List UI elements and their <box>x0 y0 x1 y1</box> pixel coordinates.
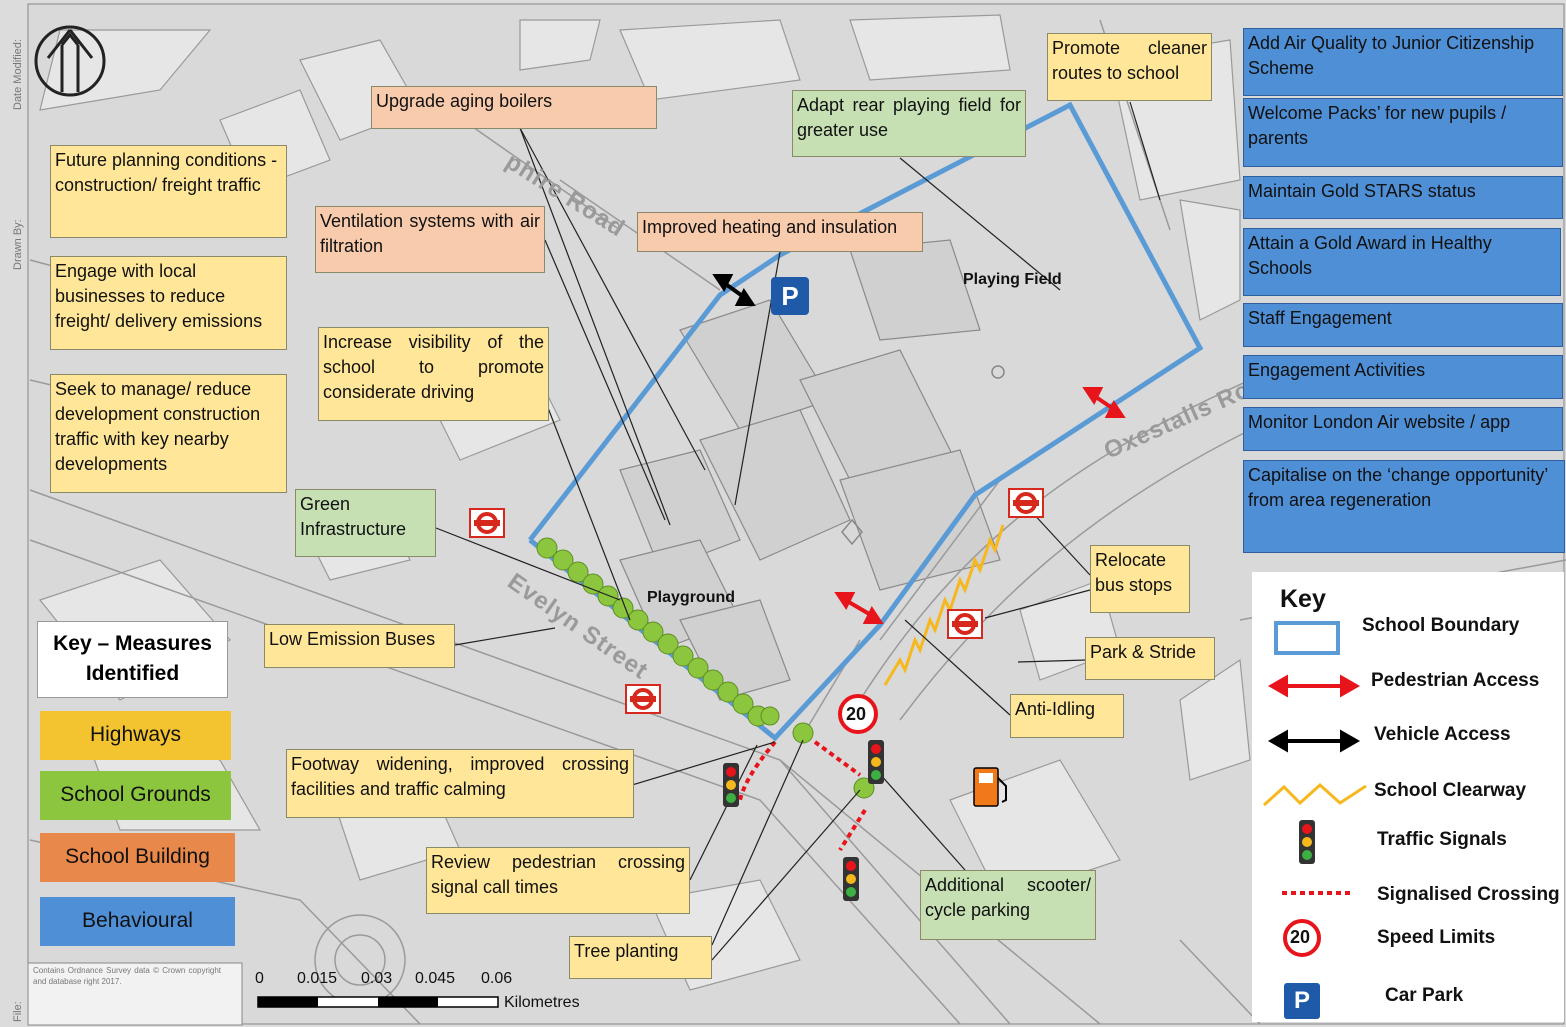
measure-visibility: Increase visibility of the school to pro… <box>318 327 549 421</box>
scale-tick-4: 0.06 <box>481 970 513 987</box>
scale-tick-1: 0.015 <box>297 970 338 987</box>
key-label-school-clearway: School Clearway <box>1374 780 1527 801</box>
measure-heating: Improved heating and insulation <box>637 212 923 252</box>
key-label-speed-limits: Speed Limits <box>1377 927 1496 948</box>
bus-stop-icons <box>469 488 1044 714</box>
measure-upgrade-boilers: Upgrade aging boilers <box>371 86 657 129</box>
behavioural-item: Add Air Quality to Junior Citizenship Sc… <box>1243 28 1563 96</box>
scale-tick-0: 0 <box>255 970 264 987</box>
speed-limit-sign <box>838 694 878 734</box>
key-label-school-boundary: School Boundary <box>1362 615 1520 636</box>
behavioural-item: Welcome Packs’ for new pupils / parents <box>1243 98 1563 167</box>
measure-footway: Footway widening, improved crossing faci… <box>286 749 634 818</box>
scale-tick-2: 0.03 <box>361 970 393 987</box>
measure-engage-businesses: Engage with local businesses to reduce f… <box>50 256 287 350</box>
fuel-station-icon <box>973 767 1007 807</box>
measure-construction-traffic: Seek to manage/ reduce development const… <box>50 374 287 493</box>
measure-tree-planting: Tree planting <box>569 936 712 979</box>
behavioural-item: Attain a Gold Award in Healthy Schools <box>1243 228 1561 296</box>
playground-label: Playground <box>647 589 736 606</box>
measure-green-infrastructure: Green Infrastructure <box>295 489 436 557</box>
measures-key-school-building: School Building <box>40 833 235 882</box>
behavioural-item: Maintain Gold STARS status <box>1243 176 1563 219</box>
speed-limit-sign-label: 20 <box>846 704 867 724</box>
measure-relocate-bus: Relocate bus stops <box>1090 545 1190 613</box>
measures-key-school-grounds: School Grounds <box>40 771 231 820</box>
measure-low-emission-buses: Low Emission Buses <box>264 624 455 668</box>
key-label-vehicle-access: Vehicle Access <box>1374 724 1511 745</box>
drawn-by-label: Drawn By: <box>12 219 24 270</box>
behavioural-item: Capitalise on the ‘change opportunity’ f… <box>1243 460 1565 553</box>
car-park-icon: P <box>771 277 809 315</box>
measure-rear-field: Adapt rear playing field for greater use <box>792 90 1026 157</box>
measure-scooter-parking: Additional scooter/ cycle parking <box>920 870 1096 940</box>
file-label: File: <box>12 1001 24 1022</box>
key-label-car-park: Car Park <box>1385 985 1464 1006</box>
copyright-note: Contains Ordnance Survey data © Crown co… <box>33 966 221 986</box>
measure-cleaner-routes: Promote cleaner routes to school <box>1047 33 1212 101</box>
measures-key-title: Key – Measures Identified <box>37 621 228 698</box>
behavioural-item: Monitor London Air website / app <box>1243 407 1563 451</box>
key-label-signalised-crossing: Signalised Crossing <box>1377 884 1560 905</box>
scale-bar <box>257 996 499 1008</box>
key-speed-limit-number: 20 <box>1290 927 1311 947</box>
north-arrow-icon <box>34 25 106 97</box>
measure-ventilation: Ventilation systems with air filtration <box>315 206 545 273</box>
measure-park-stride: Park & Stride <box>1085 637 1215 680</box>
key-title: Key <box>1280 585 1326 613</box>
measures-key-highways: Highways <box>40 711 231 760</box>
key-label-pedestrian-access: Pedestrian Access <box>1371 670 1540 691</box>
school-boundary-line <box>528 101 1204 742</box>
behavioural-item: Staff Engagement <box>1243 303 1563 347</box>
date-modified-label: Date Modified: <box>12 39 24 110</box>
key-car-park-icon: P <box>1284 983 1320 1019</box>
key-symbols <box>838 621 1367 957</box>
behavioural-item: Engagement Activities <box>1243 355 1563 399</box>
playing-field-label: Playing Field <box>963 271 1062 288</box>
key-label-traffic-signals: Traffic Signals <box>1377 829 1507 850</box>
measure-future-planning: Future planning conditions - constructio… <box>50 145 287 238</box>
measures-key-behavioural: Behavioural <box>40 897 235 946</box>
measure-review-crossing: Review pedestrian crossing signal call t… <box>426 847 690 914</box>
traffic-signal-icons <box>723 740 884 901</box>
scale-tick-3: 0.045 <box>415 970 456 987</box>
measure-anti-idling: Anti-Idling <box>1010 694 1124 738</box>
scale-unit: Kilometres <box>504 994 580 1011</box>
